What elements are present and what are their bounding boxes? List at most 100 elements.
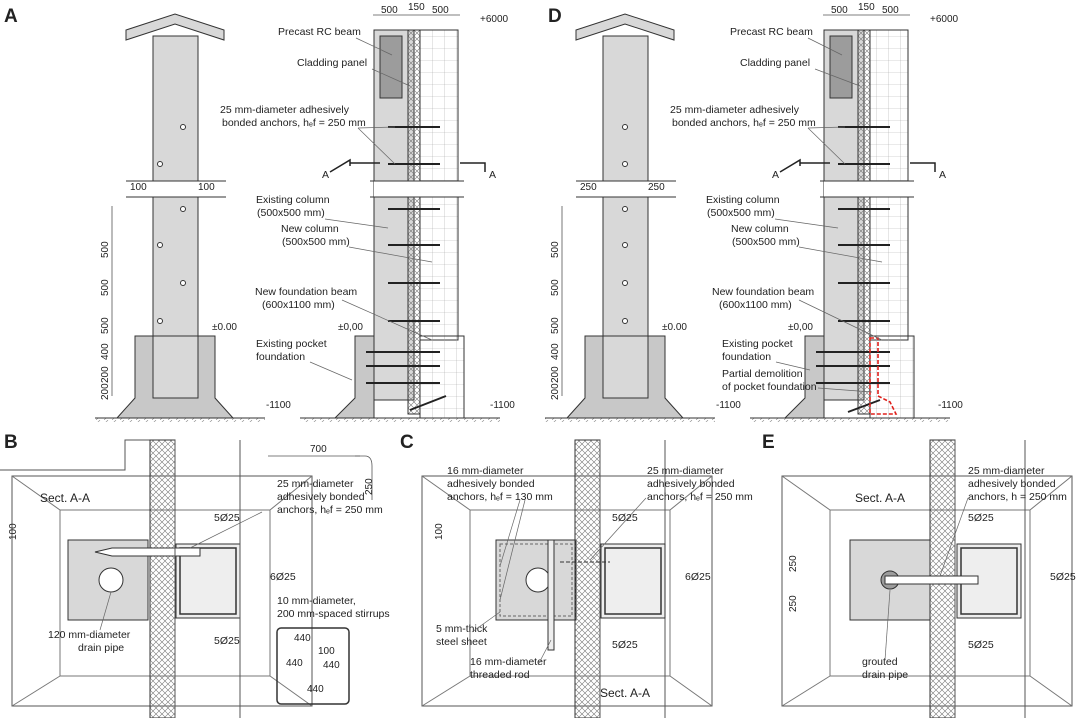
svg-text:Sect. A-A: Sect. A-A xyxy=(40,491,90,505)
svg-text:250: 250 xyxy=(580,182,597,193)
svg-text:Existing column: Existing column xyxy=(706,194,780,206)
svg-text:(500x500 mm): (500x500 mm) xyxy=(707,207,775,219)
svg-text:-1100: -1100 xyxy=(490,400,515,411)
svg-text:400: 400 xyxy=(100,343,111,360)
svg-text:adhesively bonded: adhesively bonded xyxy=(447,478,535,490)
svg-text:25 mm-diameter: 25 mm-diameter xyxy=(277,478,354,490)
svg-text:(500x500 mm): (500x500 mm) xyxy=(282,236,350,248)
svg-text:200 mm-spaced stirrups: 200 mm-spaced stirrups xyxy=(277,608,390,620)
svg-text:16 mm-diameter: 16 mm-diameter xyxy=(470,656,547,668)
panel-label-e: E xyxy=(762,432,775,453)
svg-text:adhesively bonded: adhesively bonded xyxy=(968,478,1056,490)
svg-text:New foundation beam: New foundation beam xyxy=(712,286,814,298)
svg-text:440: 440 xyxy=(294,633,311,644)
svg-text:100: 100 xyxy=(198,182,215,193)
svg-text:A: A xyxy=(322,169,329,181)
svg-text:A: A xyxy=(489,169,496,181)
panel-label-c: C xyxy=(400,432,414,453)
svg-text:Cladding panel: Cladding panel xyxy=(297,57,367,69)
svg-text:100: 100 xyxy=(8,523,19,540)
svg-text:steel sheet: steel sheet xyxy=(436,636,487,648)
svg-text:25 mm-diameter adhesively: 25 mm-diameter adhesively xyxy=(220,104,350,116)
svg-text:anchors, hₑf = 130 mm: anchors, hₑf = 130 mm xyxy=(447,491,553,503)
svg-text:Existing pocket: Existing pocket xyxy=(722,338,793,350)
svg-text:(500x500 mm): (500x500 mm) xyxy=(257,207,325,219)
svg-text:700: 700 xyxy=(310,444,327,455)
panel-e: E Sect. A-A 250 250 25 mm-diameter adhes… xyxy=(762,432,1076,718)
svg-text:250: 250 xyxy=(788,555,799,572)
svg-text:±0,00: ±0,00 xyxy=(788,322,813,333)
panel-a-left-elevation: 100 100 500 500 500 400 200 200 ±0.00 -1… xyxy=(95,13,291,422)
svg-text:500: 500 xyxy=(550,317,561,334)
svg-text:5 mm-thick: 5 mm-thick xyxy=(436,623,488,635)
svg-text:-1100: -1100 xyxy=(266,400,291,411)
svg-text:Sect. A-A: Sect. A-A xyxy=(600,686,650,700)
svg-text:16 mm-diameter: 16 mm-diameter xyxy=(447,465,524,477)
svg-text:200: 200 xyxy=(550,383,561,400)
svg-text:6Ø25: 6Ø25 xyxy=(685,571,711,583)
svg-text:5Ø25: 5Ø25 xyxy=(968,512,994,524)
svg-text:500: 500 xyxy=(550,279,561,296)
svg-text:440: 440 xyxy=(323,660,340,671)
svg-text:New foundation beam: New foundation beam xyxy=(255,286,357,298)
svg-text:±0,00: ±0,00 xyxy=(338,322,363,333)
svg-text:5Ø25: 5Ø25 xyxy=(612,639,638,651)
svg-text:(500x500 mm): (500x500 mm) xyxy=(732,236,800,248)
svg-text:anchors, hₑf = 250 mm: anchors, hₑf = 250 mm xyxy=(277,504,383,516)
svg-text:25 mm-diameter: 25 mm-diameter xyxy=(968,465,1045,477)
svg-text:Sect. A-A: Sect. A-A xyxy=(855,491,905,505)
svg-text:(600x1100 mm): (600x1100 mm) xyxy=(719,299,792,311)
svg-text:bonded anchors, hₑf = 250 mm: bonded anchors, hₑf = 250 mm xyxy=(222,117,366,129)
svg-text:400: 400 xyxy=(550,343,561,360)
svg-text:anchors, h = 250 mm: anchors, h = 250 mm xyxy=(968,491,1067,503)
svg-text:150: 150 xyxy=(408,2,425,13)
svg-text:5Ø25: 5Ø25 xyxy=(612,512,638,524)
svg-text:Existing pocket: Existing pocket xyxy=(256,338,327,350)
svg-text:Precast RC beam: Precast RC beam xyxy=(278,26,361,38)
svg-text:New column: New column xyxy=(731,223,789,235)
svg-text:anchors, hₑf = 250 mm: anchors, hₑf = 250 mm xyxy=(647,491,753,503)
panel-label-a: A xyxy=(4,6,18,27)
svg-text:100: 100 xyxy=(130,182,147,193)
svg-text:5Ø25: 5Ø25 xyxy=(1050,571,1076,583)
svg-text:A: A xyxy=(772,169,779,181)
svg-text:5Ø25: 5Ø25 xyxy=(968,639,994,651)
svg-text:500: 500 xyxy=(550,241,561,258)
svg-text:250: 250 xyxy=(364,478,375,495)
svg-text:+6000: +6000 xyxy=(480,14,509,25)
svg-text:6Ø25: 6Ø25 xyxy=(270,571,296,583)
svg-text:of pocket foundation: of pocket foundation xyxy=(722,381,817,393)
panel-a: A 100 100 xyxy=(4,2,515,422)
svg-text:500: 500 xyxy=(831,5,848,16)
panel-b: B 440 100 440 440 440 Sect. A-A 700 250 … xyxy=(0,432,390,718)
svg-text:threaded rod: threaded rod xyxy=(470,669,530,681)
svg-text:-1100: -1100 xyxy=(938,400,963,411)
svg-text:bonded anchors, hₑf = 250 mm: bonded anchors, hₑf = 250 mm xyxy=(672,117,816,129)
svg-text:foundation: foundation xyxy=(256,351,305,363)
svg-text:500: 500 xyxy=(882,5,899,16)
svg-text:100: 100 xyxy=(434,523,445,540)
svg-text:500: 500 xyxy=(100,279,111,296)
svg-text:200: 200 xyxy=(550,366,561,383)
svg-text:250: 250 xyxy=(788,595,799,612)
svg-text:200: 200 xyxy=(100,383,111,400)
svg-text:Existing column: Existing column xyxy=(256,194,330,206)
svg-text:Cladding panel: Cladding panel xyxy=(740,57,810,69)
svg-text:200: 200 xyxy=(100,366,111,383)
svg-text:25 mm-diameter: 25 mm-diameter xyxy=(647,465,724,477)
svg-text:New column: New column xyxy=(281,223,339,235)
svg-text:150: 150 xyxy=(858,2,875,13)
svg-text:Partial demolition: Partial demolition xyxy=(722,368,803,380)
svg-text:drain pipe: drain pipe xyxy=(78,642,124,654)
svg-text:+6000: +6000 xyxy=(930,14,959,25)
svg-text:±0.00: ±0.00 xyxy=(212,322,237,333)
panel-d: D 250 250 500 500 500 400 xyxy=(545,2,963,422)
svg-text:adhesively bonded: adhesively bonded xyxy=(647,478,735,490)
svg-text:5Ø25: 5Ø25 xyxy=(214,512,240,524)
panel-c: C Sect. A-A 100 16 mm-diameter adhesivel… xyxy=(400,432,753,718)
svg-text:500: 500 xyxy=(100,317,111,334)
svg-text:100: 100 xyxy=(318,646,335,657)
panel-label-b: B xyxy=(4,432,18,453)
svg-text:25 mm-diameter adhesively: 25 mm-diameter adhesively xyxy=(670,104,800,116)
